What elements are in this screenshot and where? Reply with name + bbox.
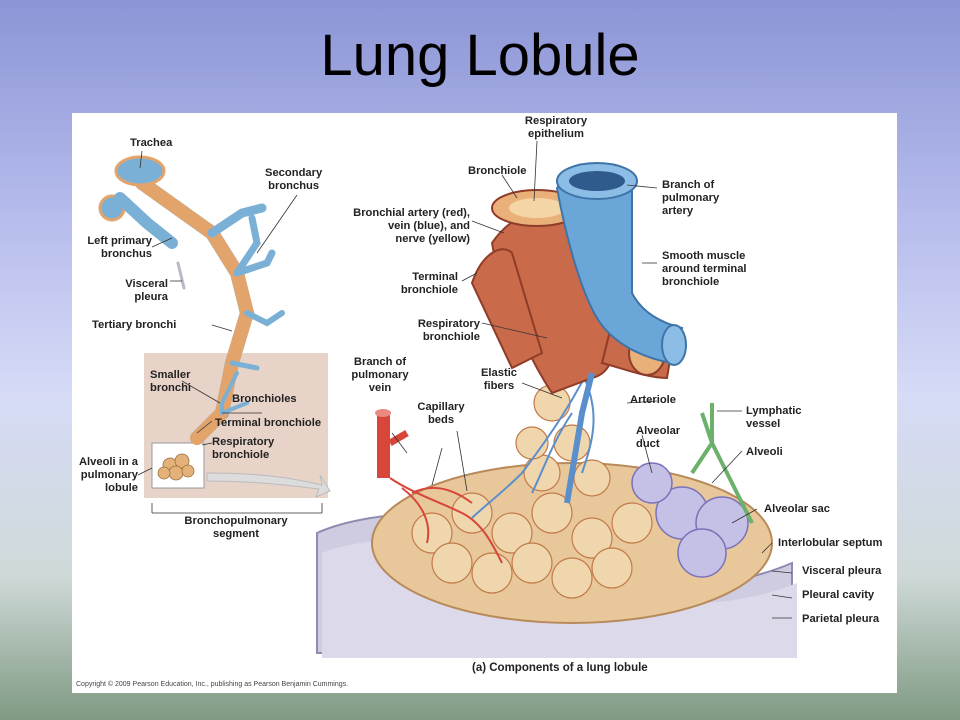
copyright-notice: Copyright © 2009 Pearson Education, Inc.…: [76, 681, 349, 688]
label-bronchioles: Bronchioles: [232, 393, 297, 405]
label-capillary-beds: Capillary beds: [417, 401, 465, 426]
inset-arrow: [206, 472, 331, 498]
label-alveoli-in-lobule: Alveoli in a pulmonary lobule: [78, 456, 138, 494]
label-respiratory-epithelium: Respiratory epithelium: [524, 115, 588, 140]
label-lymphatic-vessel: Lymphatic vessel: [746, 405, 802, 430]
label-respiratory-bronchiole-right: Respiratory bronchiole: [417, 318, 480, 343]
leader-lines: [137, 140, 793, 619]
label-alveolar-duct: Alveolar duct: [636, 425, 681, 450]
label-interlobular-septum: Interlobular septum: [778, 537, 883, 549]
label-terminal-bronchiole-right: Terminal bronchiole: [400, 271, 458, 296]
label-terminal-bronchiole-left: Terminal bronchiole: [215, 417, 322, 429]
label-parietal-pleura: Parietal pleura: [802, 613, 880, 625]
inset-alveoli-cluster: [157, 453, 195, 481]
label-alveoli: Alveoli: [746, 446, 783, 458]
label-branch-pulmonary-artery: Branch of pulmonary artery: [662, 179, 720, 217]
slide-title: Lung Lobule: [320, 23, 640, 88]
diagram-artwork: [98, 140, 797, 658]
label-alveolar-sac: Alveolar sac: [764, 503, 830, 515]
label-left-primary-bronchus: Left primary bronchus: [87, 235, 152, 260]
label-trachea: Trachea: [130, 137, 173, 149]
label-arteriole: Arteriole: [630, 394, 677, 406]
alveolar-sacs: [631, 462, 749, 578]
lobule-illustration: [316, 162, 797, 658]
label-bronchiole: Bronchiole: [468, 165, 527, 177]
label-visceral-pleura-left: Visceral pleura: [125, 278, 168, 303]
label-visceral-pleura-right: Visceral pleura: [802, 565, 882, 577]
label-bronchial-artery-vein-nerve: Bronchial artery (red), vein (blue), and…: [353, 207, 470, 245]
figure-caption: (a) Components of a lung lobule: [472, 662, 648, 674]
label-branch-pulmonary-vein: Branch of pulmonary vein: [351, 356, 409, 394]
label-secondary-bronchus: Secondary bronchus: [265, 167, 323, 192]
label-tertiary-bronchi: Tertiary bronchi: [92, 319, 177, 331]
label-elastic-fibers: Elastic fibers: [480, 367, 518, 392]
label-pleural-cavity: Pleural cavity: [802, 589, 875, 601]
label-bronchopulmonary-segment: Bronchopulmonary segment: [184, 515, 288, 540]
capillaries-red: [389, 477, 503, 564]
label-smooth-muscle: Smooth muscle around terminal bronchiole: [662, 250, 747, 288]
label-smaller-bronchi: Smaller bronchi: [150, 369, 192, 394]
label-respiratory-bronchiole-left: Respiratory bronchiole: [212, 436, 275, 461]
lung-lobule-figure: Trachea Secondary bronchus Left primary …: [72, 113, 897, 693]
